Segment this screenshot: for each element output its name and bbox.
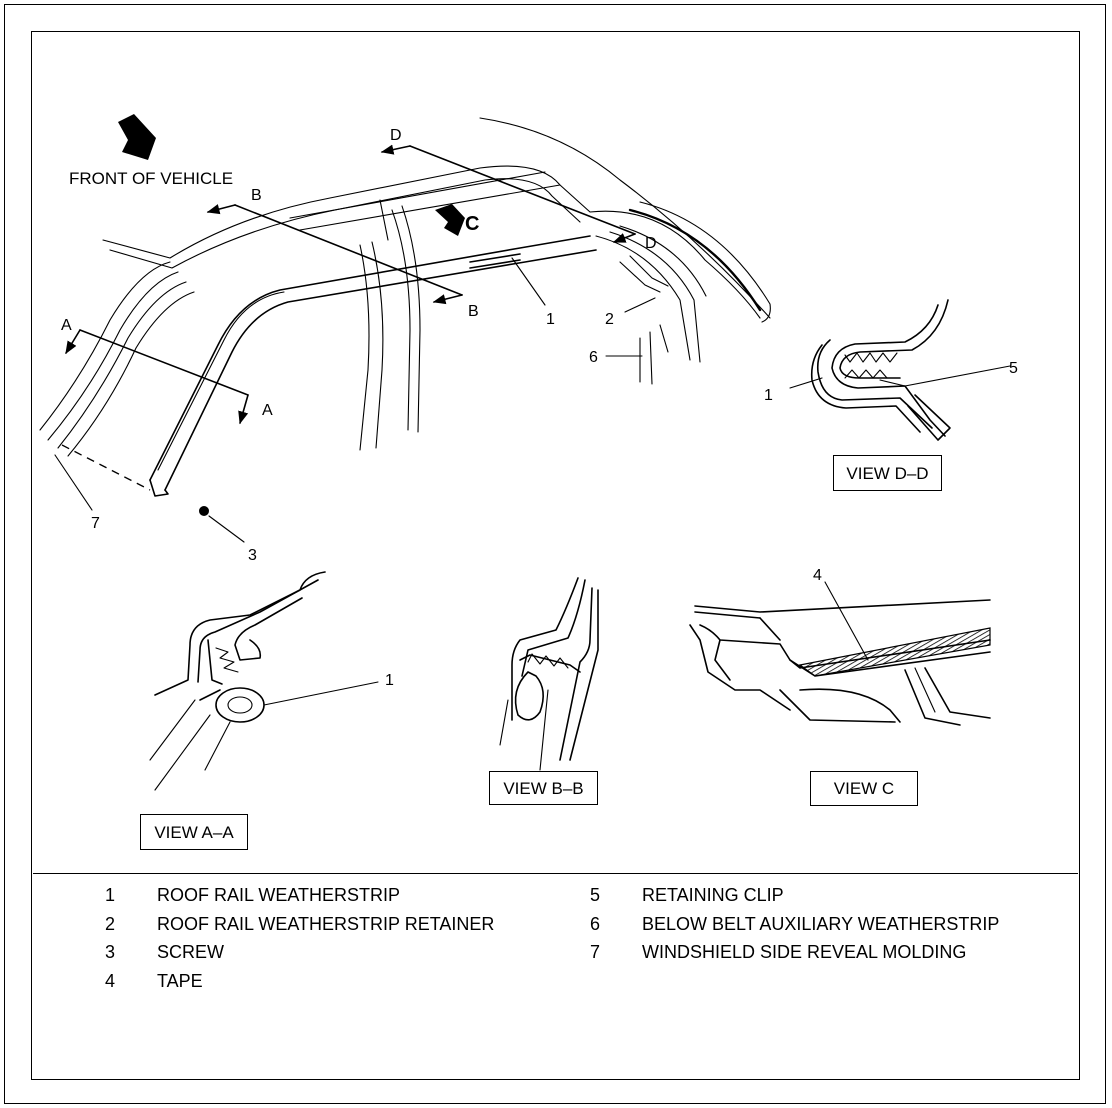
callout-1-view-aa: 1 — [385, 672, 394, 689]
legend-text: TAPE — [157, 971, 203, 991]
legend-text: ROOF RAIL WEATHERSTRIP — [157, 885, 401, 905]
callout-3-main: 3 — [248, 547, 257, 564]
callout-5-view-dd: 5 — [1009, 360, 1018, 377]
section-d-right-label: D — [645, 235, 657, 252]
legend-number: 3 — [105, 942, 116, 962]
view-c-arrow-icon — [435, 204, 465, 236]
view-bb-detail — [499, 577, 599, 771]
legend-text: BELOW BELT AUXILIARY WEATHERSTRIP — [642, 914, 1000, 934]
callout-1-view-dd: 1 — [764, 387, 773, 404]
legend-number: 4 — [105, 971, 116, 991]
legend-number: 7 — [590, 942, 601, 962]
vehicle-roof-drawing — [39, 114, 771, 543]
outer-frame — [4, 4, 1106, 1104]
view-c-marker-label: C — [465, 213, 479, 235]
callout-7-main: 7 — [91, 515, 100, 532]
view-bb-label: VIEW B–B — [489, 771, 598, 805]
legend-text: RETAINING CLIP — [642, 885, 784, 905]
front-direction-arrow-icon — [118, 114, 156, 160]
view-aa-detail — [149, 571, 379, 791]
section-a-left-label: A — [61, 317, 72, 334]
view-aa-label: VIEW A–A — [140, 814, 248, 850]
inner-frame — [31, 31, 1080, 1080]
view-dd-detail — [789, 299, 1011, 441]
callout-1-main: 1 — [546, 311, 555, 328]
legend-number: 5 — [590, 885, 601, 905]
section-d-left-label: D — [390, 127, 402, 144]
legend-text: SCREW — [157, 942, 224, 962]
callout-6-main: 6 — [589, 349, 598, 366]
section-a-right-label: A — [262, 402, 273, 419]
view-c-detail — [689, 581, 991, 726]
section-b-right-label: B — [468, 303, 479, 320]
legend-number: 1 — [105, 885, 116, 905]
legend-text: WINDSHIELD SIDE REVEAL MOLDING — [642, 942, 967, 962]
section-b-left-label: B — [251, 187, 262, 204]
legend-number: 2 — [105, 914, 116, 934]
legend-number: 6 — [590, 914, 601, 934]
front-of-vehicle-label: FRONT OF VEHICLE — [69, 169, 233, 188]
view-c-label: VIEW C — [810, 771, 918, 806]
legend-text: ROOF RAIL WEATHERSTRIP RETAINER — [157, 914, 495, 934]
legend-divider — [33, 873, 1078, 874]
view-dd-label: VIEW D–D — [833, 455, 942, 491]
callout-2-main: 2 — [605, 311, 614, 328]
screw-icon — [199, 506, 209, 516]
callout-4-view-c: 4 — [813, 567, 822, 584]
